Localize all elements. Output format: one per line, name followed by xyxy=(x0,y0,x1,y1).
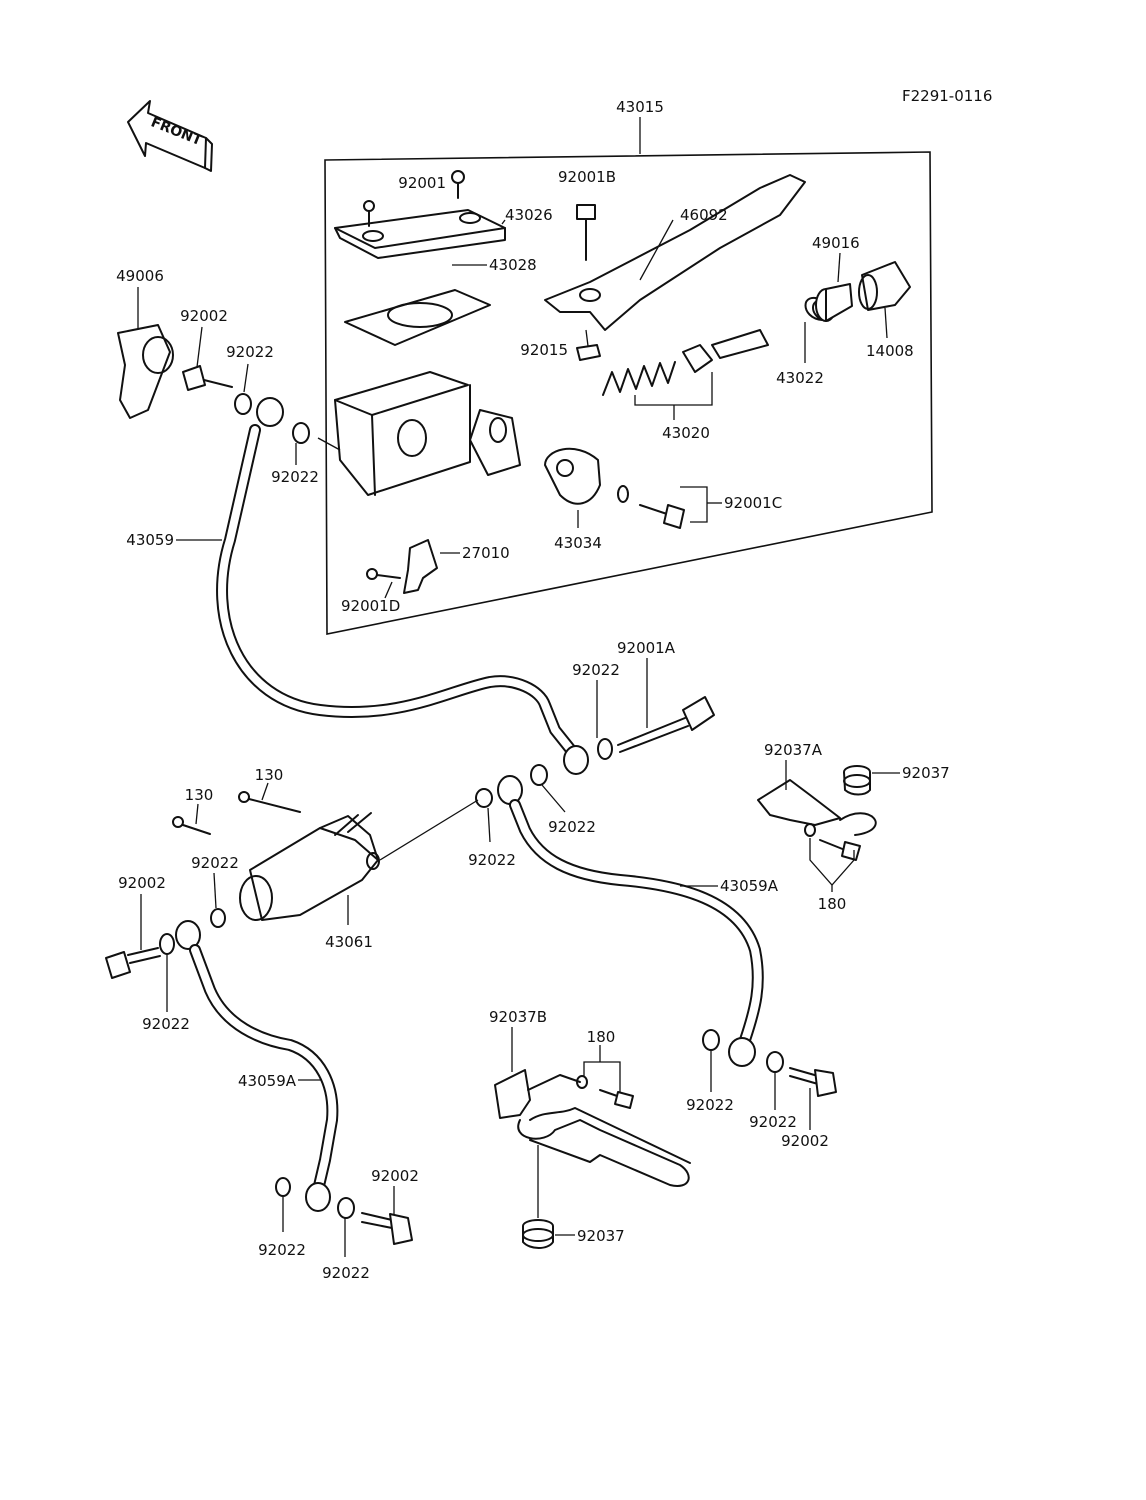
front-direction-arrow: FRONT xyxy=(127,100,213,172)
label-92022-sc: 92022 xyxy=(191,854,239,872)
label-92022-top-b: 92022 xyxy=(271,468,319,486)
label-92022-left: 92022 xyxy=(142,1015,190,1033)
label-130-b: 130 xyxy=(185,786,214,804)
washer-92022-top-a xyxy=(234,393,252,415)
label-92001: 92001 xyxy=(398,174,446,192)
label-92015: 92015 xyxy=(520,341,568,359)
label-43015: 43015 xyxy=(616,98,664,116)
label-49006: 49006 xyxy=(116,267,164,285)
washer-92022-j1 xyxy=(475,788,493,808)
cover-49006 xyxy=(117,324,174,419)
banjo-bolt-92002-right xyxy=(789,1067,837,1097)
washer-92022-j2 xyxy=(530,764,548,786)
reference-code: F2291-0116 xyxy=(902,87,992,105)
label-130-a: 130 xyxy=(255,766,284,784)
label-92022-j1: 92022 xyxy=(468,851,516,869)
label-43026: 43026 xyxy=(505,206,553,224)
bolt-130-a xyxy=(238,791,301,813)
bolt-92001a xyxy=(617,696,715,753)
clamp-92037a xyxy=(757,779,877,836)
master-cylinder-body xyxy=(317,371,521,496)
hose-43059 xyxy=(216,397,589,775)
label-43061: 43061 xyxy=(325,933,373,951)
label-43028: 43028 xyxy=(489,256,537,274)
banjo-bolt-92002-top xyxy=(182,365,233,391)
spring xyxy=(602,361,676,396)
label-92022-j2: 92022 xyxy=(548,818,596,836)
label-92022-bl1: 92022 xyxy=(258,1241,306,1259)
nut-92015 xyxy=(576,329,601,361)
dust-cover-14008 xyxy=(858,261,911,311)
banjo-bolt-92002-left xyxy=(105,947,161,979)
reservoir-cap xyxy=(334,209,506,259)
washer-92022-rb2 xyxy=(766,1051,784,1073)
label-43020: 43020 xyxy=(662,424,710,442)
hose-43059a-left xyxy=(175,920,339,1212)
label-180-middle: 180 xyxy=(587,1028,616,1046)
label-43034: 43034 xyxy=(554,534,602,552)
bolt-130-b xyxy=(172,816,211,835)
washer-92022-sc xyxy=(210,908,226,928)
label-92001b: 92001B xyxy=(558,168,616,186)
label-43059a-left: 43059A xyxy=(238,1072,297,1090)
diaphragm xyxy=(344,289,491,346)
screw-92001d xyxy=(366,568,401,580)
label-180-right: 180 xyxy=(818,895,847,913)
label-43022: 43022 xyxy=(776,369,824,387)
label-46092: 46092 xyxy=(680,206,728,224)
hose-43059a-right xyxy=(497,775,764,1067)
pivot-bolt-92001b xyxy=(576,204,596,261)
washer-92022-bl1 xyxy=(275,1177,291,1197)
label-43059: 43059 xyxy=(126,531,174,549)
label-14008: 14008 xyxy=(866,342,914,360)
label-92001c: 92001C xyxy=(724,494,782,512)
label-43059a-right: 43059A xyxy=(720,877,779,895)
washer-92022-top-b xyxy=(292,422,310,444)
screw-180-middle xyxy=(576,1075,634,1109)
screw-92001 xyxy=(363,170,465,227)
bolt-92001c xyxy=(617,485,685,529)
washer-92022-a xyxy=(597,738,613,760)
label-92002-left: 92002 xyxy=(118,874,166,892)
label-27010: 27010 xyxy=(462,544,510,562)
master-cylinder-assembly-box xyxy=(324,151,933,635)
label-92002-right: 92002 xyxy=(781,1132,829,1150)
banjo-bolt-92002-bottom xyxy=(361,1212,413,1245)
label-92037-middle: 92037 xyxy=(577,1227,625,1245)
washer-92022-bl2 xyxy=(337,1197,355,1219)
label-92001a: 92001A xyxy=(617,639,676,657)
piston xyxy=(682,329,769,373)
label-92001d: 92001D xyxy=(341,597,400,615)
label-92002-top: 92002 xyxy=(180,307,228,325)
label-92037b: 92037B xyxy=(489,1008,547,1026)
label-49016: 49016 xyxy=(812,234,860,252)
label-92002-bottom: 92002 xyxy=(371,1167,419,1185)
switch-27010 xyxy=(403,539,438,594)
label-92022-rb2: 92022 xyxy=(749,1113,797,1131)
holder-43034 xyxy=(544,447,601,505)
grommet-92037-right xyxy=(843,765,871,796)
label-92022-top-a: 92022 xyxy=(226,343,274,361)
washer-92022-rb1 xyxy=(702,1029,720,1051)
label-92022-a: 92022 xyxy=(572,661,620,679)
label-92022-rb1: 92022 xyxy=(686,1096,734,1114)
grommet-92037-middle xyxy=(522,1219,554,1249)
label-92037-right: 92037 xyxy=(902,764,950,782)
washer-92022-left xyxy=(159,933,175,955)
label-92037a: 92037A xyxy=(764,741,823,759)
label-92022-bl2: 92022 xyxy=(322,1264,370,1282)
screw-180-right xyxy=(804,823,861,861)
clamp-92037b xyxy=(494,1069,691,1187)
boot-49016 xyxy=(815,283,853,322)
slave-cylinder-43061 xyxy=(239,799,479,921)
clutch-lever xyxy=(544,174,806,331)
